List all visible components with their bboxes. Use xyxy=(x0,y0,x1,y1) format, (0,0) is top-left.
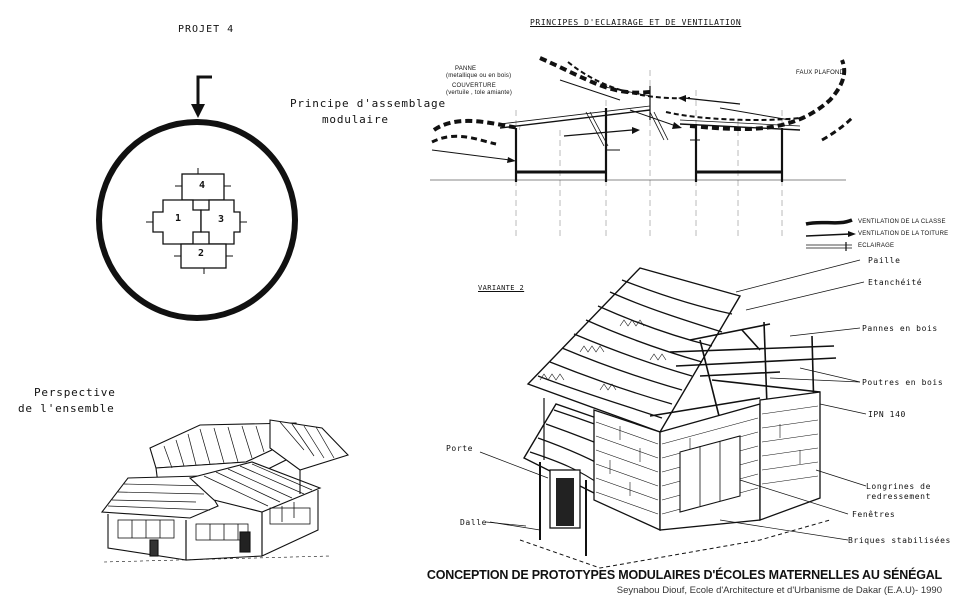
panne-sub-label: (metallique ou en bois) xyxy=(446,73,512,79)
principle-title-line2: modulaire xyxy=(322,113,389,126)
module-label-3: 3 xyxy=(218,214,225,225)
perspective-title-line1: Perspective xyxy=(34,386,116,399)
callout-porte: Porte xyxy=(446,444,474,453)
module-label-1: 1 xyxy=(175,213,182,224)
orientation-arrow-head xyxy=(191,104,205,118)
callout-paille: Paille xyxy=(868,256,901,265)
module-label-4: 4 xyxy=(199,180,206,191)
legend-label-lighting: ECLAIRAGE xyxy=(858,243,895,249)
callout-poutres-bois: Poutres en bois xyxy=(862,378,944,387)
module-4-shape xyxy=(181,173,225,201)
panne-label: PANNE xyxy=(455,66,477,72)
callout-etancheite: Etanchéité xyxy=(868,278,923,287)
callout-fenetres: Fenêtres xyxy=(852,510,896,519)
module-label-2: 2 xyxy=(198,248,205,259)
principle-title-line1: Principe d'assemblage xyxy=(290,97,446,110)
couverture-label: COUVERTURE xyxy=(452,83,496,89)
assembly-circle xyxy=(96,119,298,321)
callout-dalle: Dalle xyxy=(460,518,488,527)
perspective-title-line2: de l'ensemble xyxy=(18,402,115,415)
callout-ipn: IPN 140 xyxy=(868,410,906,419)
legend-label-class-ventilation: VENTILATION DE LA CLASSE xyxy=(858,219,946,225)
callout-pannes-bois: Pannes en bois xyxy=(862,324,938,333)
faux-plafond-label: FAUX PLAFOND xyxy=(796,70,845,76)
orientation-arrow-shaft xyxy=(196,75,212,110)
legend-symbol-class-ventilation xyxy=(805,218,853,226)
footer-title: CONCEPTION DE PROTOTYPES MODULAIRES D'ÉC… xyxy=(426,568,942,582)
legend-symbol-roof-ventilation xyxy=(805,233,851,237)
section-title: PRINCIPES D'ECLAIRAGE ET DE VENTILATION xyxy=(530,18,742,27)
couverture-sub-label: (vertuile , tole amiante) xyxy=(446,90,513,96)
legend-label-roof-ventilation: VENTILATION DE LA TOITURE xyxy=(858,231,949,237)
variante-label: VARIANTE 2 xyxy=(478,284,525,292)
project-label: PROJET 4 xyxy=(178,24,235,35)
legend-symbol-lighting xyxy=(806,242,852,251)
module-3-shape xyxy=(200,199,241,245)
footer-subtitle: Seynabou Diouf, Ecole d'Architecture et … xyxy=(616,585,942,596)
callout-longrines: Longrines de redressement xyxy=(866,482,931,501)
callout-briques: Briques stabilisées xyxy=(848,536,951,545)
